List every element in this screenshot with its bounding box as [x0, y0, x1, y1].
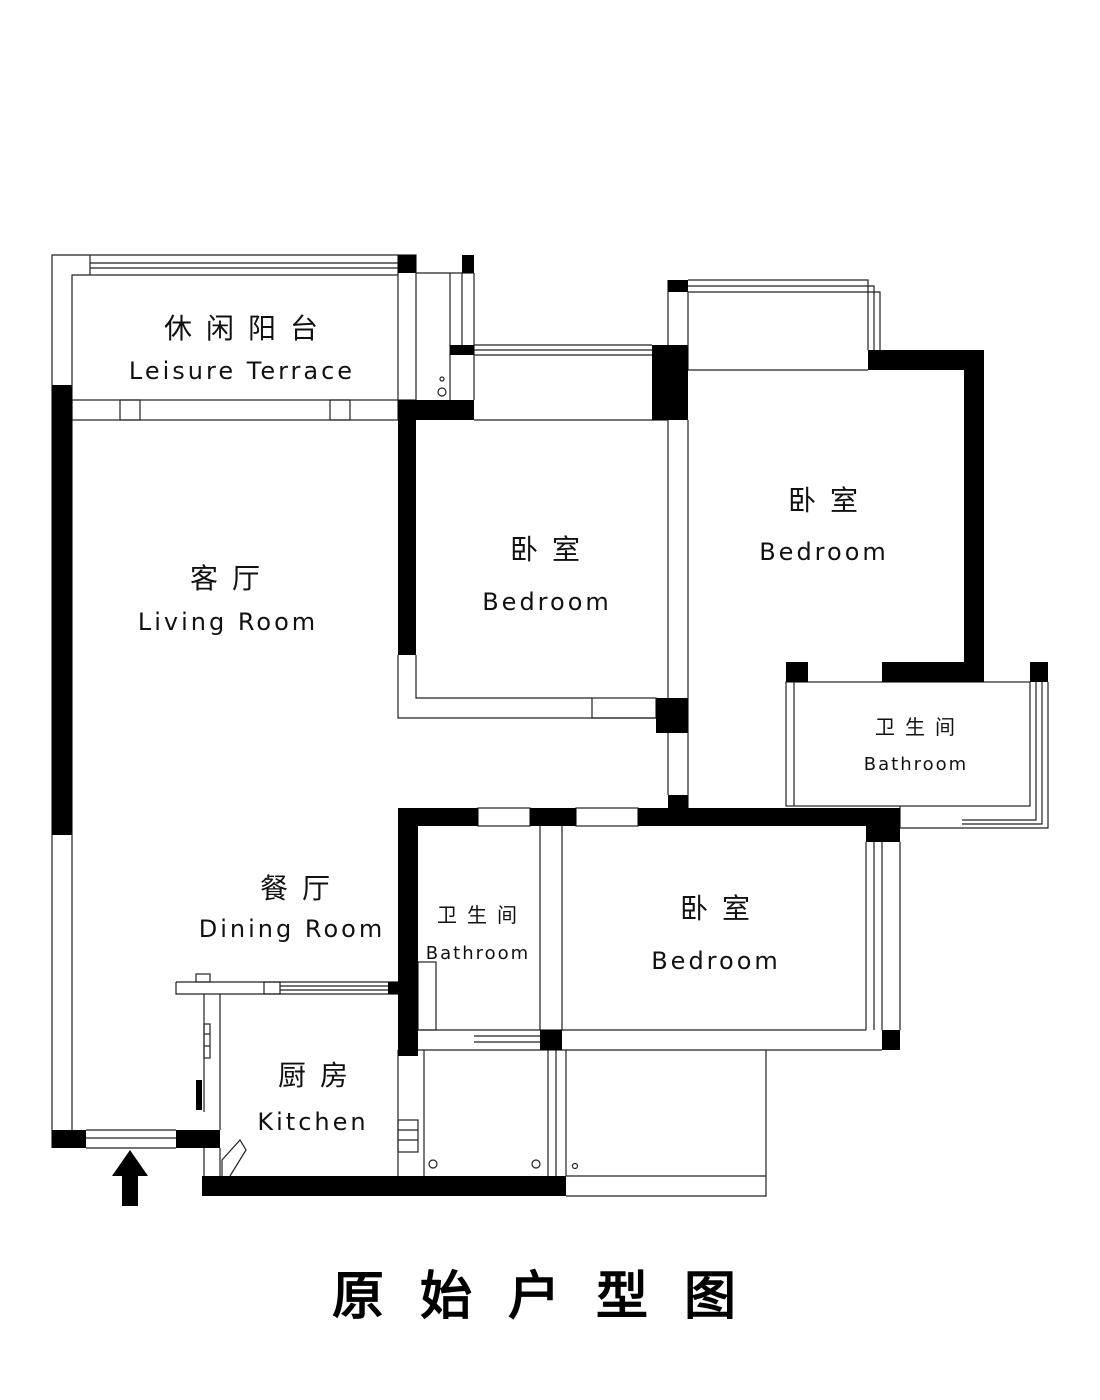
plan-title: 原始户型图: [332, 1267, 772, 1327]
solid-walls: [52, 255, 1048, 1196]
bedroom-2-label-cn: 卧室: [788, 484, 872, 517]
living-room-label-en: Living Room: [138, 608, 318, 636]
bedroom-3-label-en: Bedroom: [651, 947, 781, 975]
kitchen-label-en: Kitchen: [257, 1108, 368, 1136]
entrance-arrow-icon: [112, 1150, 148, 1206]
terrace-label-cn: 休闲阳台: [164, 312, 332, 345]
living-room-label-cn: 客厅: [190, 562, 274, 595]
dining-room-label-cn: 餐厅: [260, 872, 344, 905]
dining-room-label-en: Dining Room: [199, 915, 385, 943]
bathroom-1-label-en: Bathroom: [864, 754, 968, 775]
bedroom-1-label-en: Bedroom: [482, 588, 612, 616]
bedroom-2-label-en: Bedroom: [759, 538, 889, 566]
bathroom-1-label-cn: 卫生间: [875, 715, 965, 739]
terrace-label-en: Leisure Terrace: [129, 357, 355, 385]
bathroom-2-label-en: Bathroom: [426, 943, 530, 964]
kitchen-label-cn: 厨房: [278, 1059, 362, 1092]
bedroom-1-label-cn: 卧室: [510, 533, 594, 566]
bathroom-2-label-cn: 卫生间: [437, 903, 527, 927]
bedroom-3-label-cn: 卧室: [680, 892, 764, 925]
